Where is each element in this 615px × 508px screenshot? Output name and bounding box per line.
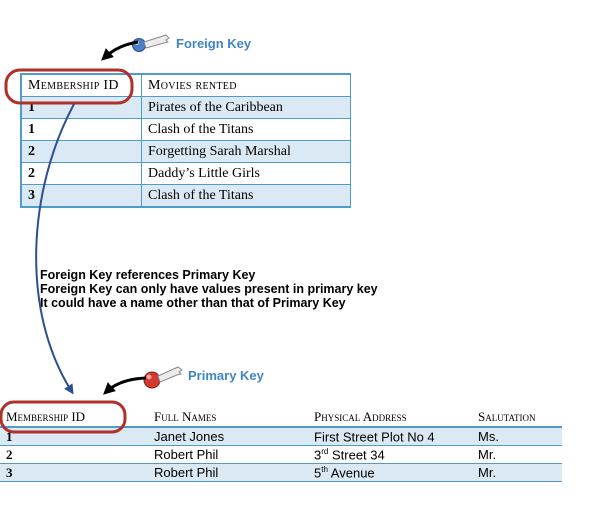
full-name-cell: Robert Phil <box>148 463 308 482</box>
movie-cell: Forgetting Sarah Marshal <box>141 140 351 163</box>
movie-cell: Daddy’s Little Girls <box>141 162 351 185</box>
membership-id-cell: 2 <box>0 445 148 464</box>
table-header-row: Membership ID Full Names Physical Addres… <box>0 407 562 428</box>
foreign-key-label: Foreign Key <box>176 36 252 51</box>
membership-id-cell: 1 <box>20 96 142 119</box>
table-row: 1 Clash of the Titans <box>20 118 351 141</box>
address-text: 5 <box>314 465 322 481</box>
address-cell: 3rd Street 34 <box>308 445 472 464</box>
column-header-full-names: Full Names <box>148 407 308 428</box>
column-header-membership-id: Membership ID <box>0 407 148 428</box>
movies-rented-table: Membership ID Movies rented 1 Pirates of… <box>20 73 351 208</box>
primary-key-label: Primary Key <box>188 368 264 383</box>
address-ordinal: rd <box>321 446 329 456</box>
note-line: Foreign Key can only have values present… <box>40 282 378 296</box>
foreign-key-icon <box>132 34 170 52</box>
table-row: 3 Robert Phil 5th Avenue Mr. <box>0 463 562 482</box>
membership-id-cell: 2 <box>20 162 142 185</box>
address-text-rest: Street 34 <box>328 447 385 463</box>
address-ordinal: th <box>321 464 328 474</box>
table-row: 2 Robert Phil 3rd Street 34 Mr. <box>0 445 562 464</box>
membership-id-cell: 2 <box>20 140 142 163</box>
column-header-physical-address: Physical Address <box>308 407 472 428</box>
membership-id-cell: 1 <box>20 118 142 141</box>
salutation-cell: Mr. <box>472 445 562 464</box>
full-name-cell: Janet Jones <box>148 427 308 446</box>
movie-cell: Clash of the Titans <box>141 184 351 208</box>
table-row: 3 Clash of the Titans <box>20 184 351 208</box>
membership-id-cell: 3 <box>0 463 148 482</box>
table-row: 2 Daddy’s Little Girls <box>20 162 351 185</box>
note-line: Foreign Key references Primary Key <box>40 268 256 282</box>
table-row: 1 Janet Jones First Street Plot No 4 Ms. <box>0 427 562 446</box>
primary-key-icon <box>143 366 183 389</box>
address-text: First Street Plot No 4 <box>314 429 435 445</box>
note-line: It could have a name other than that of … <box>40 296 346 310</box>
members-table: Membership ID Full Names Physical Addres… <box>0 407 562 482</box>
column-header-movies-rented: Movies rented <box>141 73 351 97</box>
column-header-membership-id: Membership ID <box>20 73 142 97</box>
membership-id-cell: 1 <box>0 427 148 446</box>
address-text: 3 <box>314 447 322 463</box>
salutation-cell: Mr. <box>472 463 562 482</box>
column-header-salutation: Salutation <box>472 407 562 428</box>
salutation-cell: Ms. <box>472 427 562 446</box>
movie-cell: Clash of the Titans <box>141 118 351 141</box>
movie-cell: Pirates of the Caribbean <box>141 96 351 119</box>
table-header-row: Membership ID Movies rented <box>20 73 351 97</box>
membership-id-cell: 3 <box>20 184 142 208</box>
table-row: 1 Pirates of the Caribbean <box>20 96 351 119</box>
full-name-cell: Robert Phil <box>148 445 308 464</box>
address-text-rest: Avenue <box>327 465 375 481</box>
explanation-notes: Foreign Key references Primary Key Forei… <box>40 268 378 310</box>
address-cell: First Street Plot No 4 <box>308 427 472 446</box>
table-row: 2 Forgetting Sarah Marshal <box>20 140 351 163</box>
address-cell: 5th Avenue <box>308 463 472 482</box>
